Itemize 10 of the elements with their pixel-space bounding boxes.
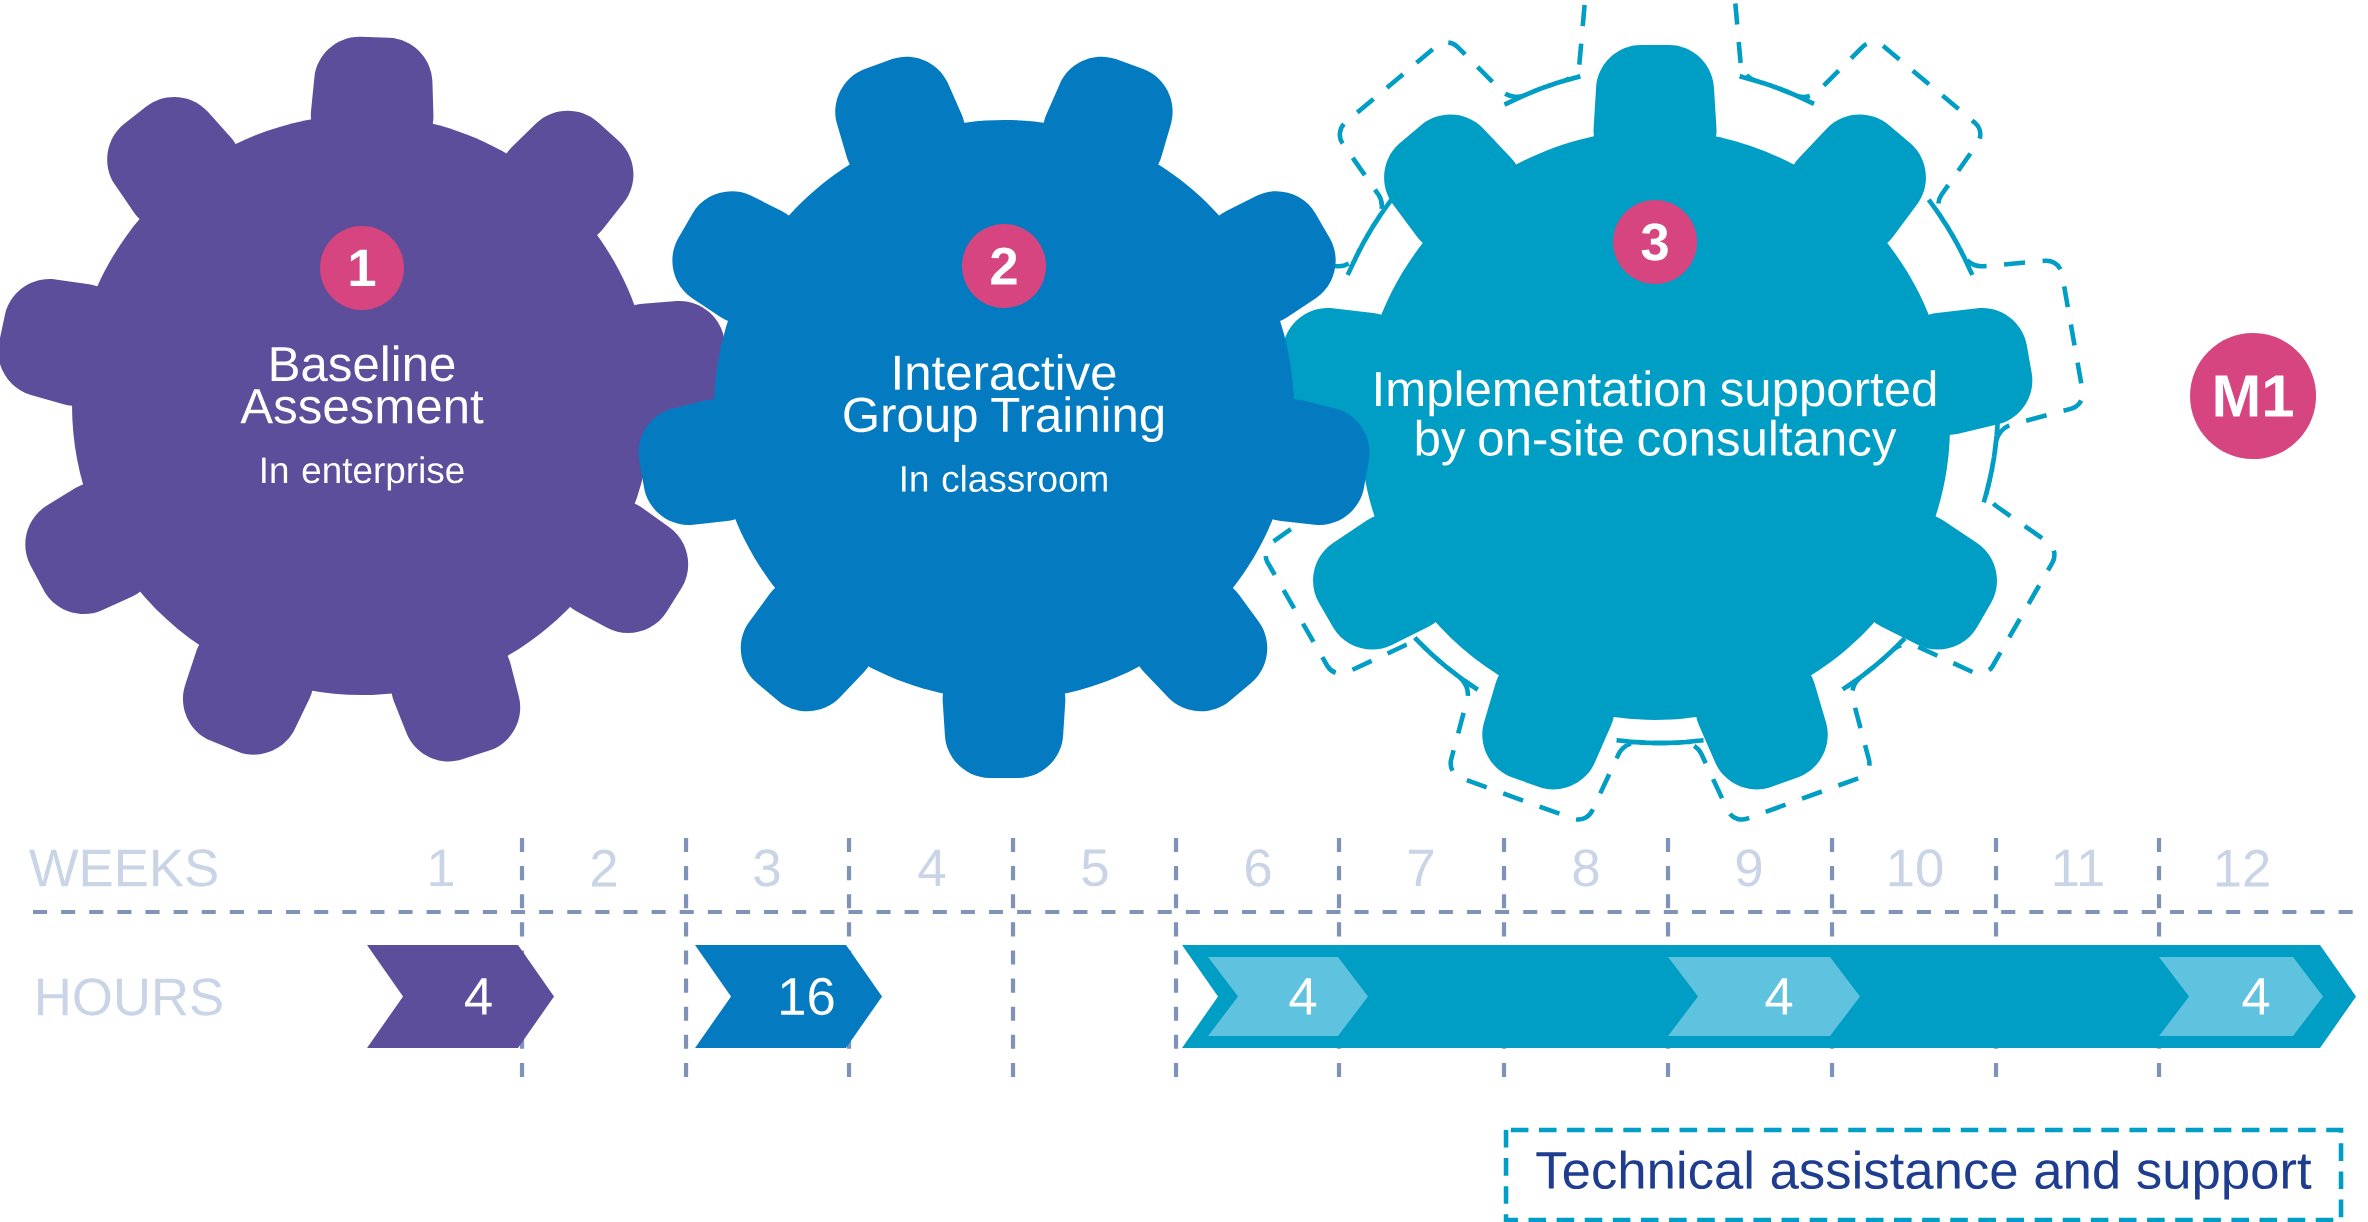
hours-chevron: 4 bbox=[1208, 957, 1369, 1036]
number-badge: 1 bbox=[320, 225, 404, 310]
hours-chevron: 4 bbox=[1668, 957, 1861, 1036]
number-badge: 3 bbox=[1613, 200, 1698, 284]
hours-chevron: 4 bbox=[2159, 957, 2324, 1036]
number-badge: 2 bbox=[962, 223, 1046, 308]
number-badge: M1 bbox=[2190, 332, 2317, 459]
hours-chevron: 4 bbox=[367, 945, 554, 1048]
hours-chevron: 16 bbox=[695, 945, 882, 1048]
dashed-box: Technical assistance and support bbox=[1503, 1127, 2344, 1222]
